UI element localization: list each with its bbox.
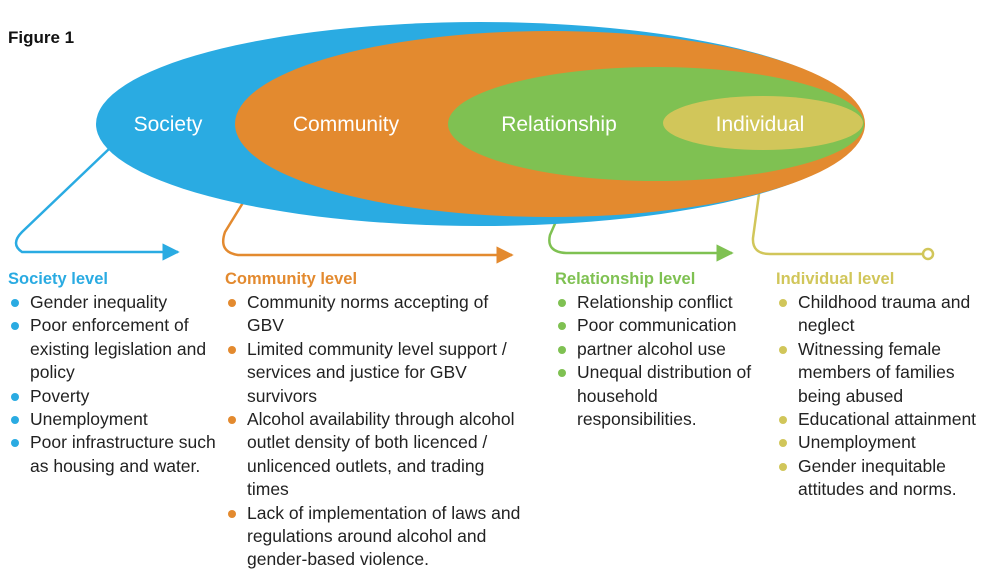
bullet-icon bbox=[228, 299, 236, 307]
individual-column: Individual level Childhood trauma and ne… bbox=[776, 269, 1002, 502]
nested-levels-diagram: Society Community Relationship Individua… bbox=[14, 22, 935, 264]
relationship-ellipse bbox=[448, 67, 864, 181]
individual-factor-item: Educational attainment bbox=[776, 408, 1002, 431]
individual-ellipse bbox=[663, 96, 863, 150]
bullet-icon bbox=[779, 345, 787, 354]
relationship-ellipse-label: Relationship bbox=[501, 113, 617, 136]
individual-factor-item: Childhood trauma and neglect bbox=[776, 291, 1002, 338]
bullet-icon bbox=[779, 439, 787, 448]
individual-factor-text: Gender inequitable attitudes and norms. bbox=[798, 455, 957, 500]
individual-ellipse-label: Individual bbox=[716, 113, 805, 136]
community-column: Community level Community norms acceptin… bbox=[225, 269, 525, 572]
bullet-icon bbox=[11, 322, 19, 331]
individual-connector-end bbox=[921, 247, 935, 261]
society-connector bbox=[14, 147, 180, 261]
figure-title: Figure 1 bbox=[8, 28, 75, 47]
society-factor-text: Unemployment bbox=[30, 409, 148, 430]
relationship-heading: Relationship level bbox=[555, 270, 696, 288]
bullet-icon bbox=[558, 345, 566, 354]
community-factor-item: Alcohol availability through alcohol out… bbox=[225, 408, 525, 502]
bullet-icon bbox=[11, 392, 19, 401]
community-connector bbox=[221, 161, 514, 264]
community-factor-item: Community norms accepting of GBV bbox=[225, 291, 525, 338]
bullet-icon bbox=[228, 345, 236, 354]
relationship-factor-item: partner alcohol use bbox=[555, 338, 765, 361]
bullet-icon bbox=[558, 299, 566, 307]
bullet-icon bbox=[11, 299, 19, 307]
bullet-icon bbox=[779, 416, 787, 425]
relationship-factor-text: Unequal distribution of household respon… bbox=[577, 362, 752, 430]
individual-factor-item: Gender inequitable attitudes and norms. bbox=[776, 455, 1002, 502]
individual-factor-text: Childhood trauma and neglect bbox=[798, 292, 971, 336]
bullet-icon bbox=[558, 322, 566, 331]
relationship-factor-text: Poor communication bbox=[577, 315, 737, 336]
society-factor-item: Unemployment bbox=[8, 408, 218, 431]
bullet-icon bbox=[779, 299, 787, 307]
individual-factor-item: Unemployment bbox=[776, 431, 1002, 454]
society-factor-item: Gender inequality bbox=[8, 291, 218, 314]
community-factor-item: Lack of implementation of laws and regul… bbox=[225, 502, 525, 572]
society-factor-text: Poor enforcement of existing legislation… bbox=[30, 315, 207, 383]
community-ellipse-label: Community bbox=[293, 113, 400, 136]
individual-connector bbox=[751, 149, 922, 256]
bullet-icon bbox=[11, 439, 19, 448]
society-factor-item: Poor infrastructure such as housing and … bbox=[8, 431, 218, 478]
relationship-column: Relationship level Relationship conflict… bbox=[555, 269, 765, 431]
bullet-icon bbox=[11, 416, 19, 425]
society-factor-item: Poor enforcement of existing legislation… bbox=[8, 314, 218, 384]
society-ellipse-label: Society bbox=[134, 113, 203, 136]
relationship-factor-text: Relationship conflict bbox=[577, 292, 733, 312]
bullet-icon bbox=[779, 462, 787, 471]
bullet-icon bbox=[228, 416, 236, 425]
community-factor-item: Limited community level support / servic… bbox=[225, 338, 525, 408]
society-factor-text: Poor infrastructure such as housing and … bbox=[30, 432, 216, 476]
bullet-icon bbox=[558, 369, 566, 378]
relationship-factor-item: Unequal distribution of household respon… bbox=[555, 361, 765, 431]
community-factor-text: Lack of implementation of laws and regul… bbox=[247, 502, 521, 570]
community-heading: Community level bbox=[225, 270, 358, 288]
bullet-icon bbox=[228, 509, 236, 518]
individual-factor-text: Educational attainment bbox=[798, 409, 977, 430]
community-factor-text: Limited community level support / servic… bbox=[247, 338, 507, 406]
individual-factor-text: Witnessing female members of families be… bbox=[798, 338, 955, 406]
individual-heading: Individual level bbox=[776, 270, 895, 288]
relationship-connector bbox=[548, 159, 734, 262]
relationship-factor-item: Poor communication bbox=[555, 314, 765, 337]
relationship-factor-text: partner alcohol use bbox=[577, 338, 726, 359]
society-factor-text: Poverty bbox=[30, 385, 90, 406]
relationship-factor-item: Relationship conflict bbox=[555, 291, 765, 314]
individual-factor-item: Witnessing female members of families be… bbox=[776, 338, 1002, 408]
society-heading: Society level bbox=[8, 270, 108, 288]
society-factor-text: Gender inequality bbox=[30, 292, 168, 312]
society-factor-item: Poverty bbox=[8, 385, 218, 408]
individual-factor-text: Unemployment bbox=[798, 432, 916, 453]
community-factor-text: Community norms accepting of GBV bbox=[247, 292, 489, 336]
community-factor-text: Alcohol availability through alcohol out… bbox=[247, 409, 515, 500]
